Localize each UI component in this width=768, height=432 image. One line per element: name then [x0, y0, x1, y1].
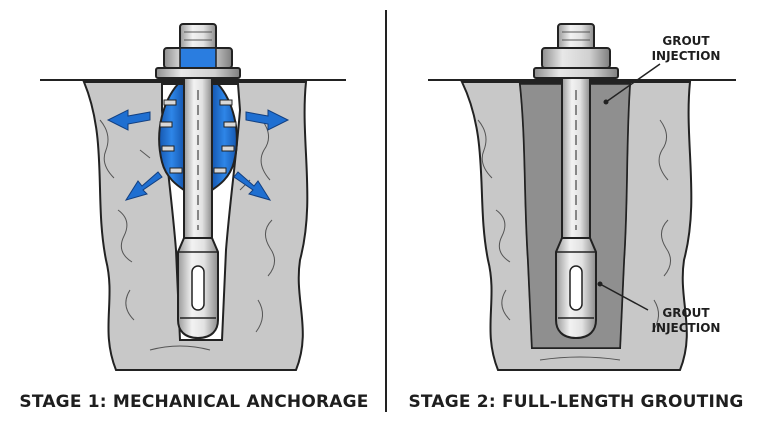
stage1-blue-collar	[179, 47, 217, 69]
callout-leader-top	[605, 63, 661, 103]
arrow-left-up	[106, 109, 151, 131]
stage1-caption: STAGE 1: MECHANICAL ANCHORAGE	[19, 392, 369, 412]
callout-leader-bottom	[599, 283, 649, 311]
stage2-washer	[533, 67, 619, 79]
grout-injection-callout-bottom: GROUT INJECTION	[640, 306, 732, 336]
stage2-rock-texture	[477, 119, 671, 361]
callout-bottom-line1: GROUT	[662, 306, 710, 320]
stage1-force-arrows	[106, 109, 290, 201]
stage2-figure	[428, 23, 736, 371]
callout-bottom-line2: INJECTION	[651, 321, 721, 335]
arrow-right-up	[245, 109, 290, 131]
stage2-bolt-stud	[557, 23, 595, 51]
stage2-caption: STAGE 2: FULL-LENGTH GROUTING	[408, 392, 744, 412]
stage1-figure	[40, 23, 346, 371]
stage2-sleeve-slot	[569, 265, 583, 311]
stage1-shell-teeth	[159, 99, 237, 174]
arrow-right-down	[233, 171, 272, 201]
stage2-hex-nut	[541, 47, 611, 69]
callout-top-line2: INJECTION	[651, 49, 721, 63]
stage1-rock-texture	[99, 119, 275, 351]
grout-injection-callout-top: GROUT INJECTION	[640, 34, 732, 64]
arrow-left-down	[124, 171, 163, 201]
stage1-sleeve-slot	[191, 265, 205, 311]
stage1-washer	[155, 67, 241, 79]
stage1-bolt-stud	[179, 23, 217, 51]
callout-top-line1: GROUT	[662, 34, 710, 48]
